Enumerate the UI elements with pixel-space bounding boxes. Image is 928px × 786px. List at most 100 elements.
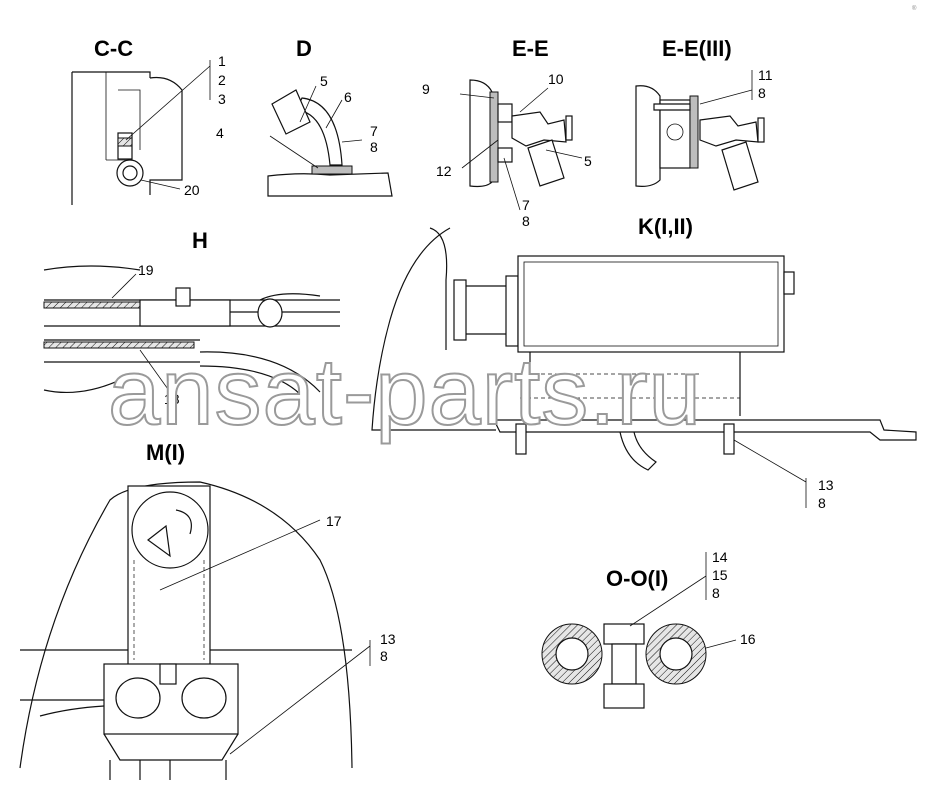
k-flange-right — [505, 275, 519, 347]
mount-hole — [666, 123, 684, 141]
callout-4: 4 — [216, 125, 224, 141]
view-title-h: H — [192, 228, 208, 253]
bracket-arm — [653, 103, 691, 111]
ee3-leader-lines — [699, 70, 753, 105]
view-title-k: K(I,II) — [638, 214, 693, 239]
callout-19: 19 — [138, 262, 154, 278]
k-duct — [466, 285, 506, 335]
callout-3: 3 — [218, 91, 226, 107]
view-cc: C-C 1 2 3 20 — [71, 36, 226, 205]
callout-14: 14 — [712, 549, 728, 565]
m-center-fitting — [159, 663, 177, 685]
callout-20: 20 — [184, 182, 200, 198]
k-flange-left — [453, 279, 467, 341]
callout-8-d: 8 — [370, 139, 378, 155]
callout-1: 1 — [218, 53, 226, 69]
flange-plate — [311, 165, 353, 175]
valve-body-3 — [699, 115, 759, 147]
callout-16: 16 — [740, 631, 756, 647]
view-d: D 5 6 4 7 8 — [216, 36, 393, 197]
floor-panel — [267, 172, 393, 197]
callout-2: 2 — [218, 72, 226, 88]
view-title-cc: C-C — [94, 36, 133, 61]
k-hidden-lines — [520, 373, 740, 399]
callout-7-d: 7 — [370, 123, 378, 139]
k-side-fitting — [783, 271, 795, 295]
callout-10: 10 — [548, 71, 564, 87]
valve-handle-3 — [757, 117, 765, 143]
m-flap — [147, 524, 171, 558]
k-fuselage-inner — [429, 227, 448, 350]
callout-8-oo: 8 — [712, 585, 720, 601]
ee-leader-lines — [459, 87, 583, 211]
callout-7-ee: 7 — [522, 197, 530, 213]
k-fuselage-outline — [371, 227, 496, 431]
bolt-head-upper — [497, 103, 513, 123]
view-title-oo: O-O(I) — [606, 566, 668, 591]
valve-body — [511, 111, 567, 147]
oo-pipe-left — [555, 637, 589, 671]
view-h: H 19 18 — [43, 228, 340, 407]
k-leader-lines — [733, 439, 807, 508]
valve-handle — [565, 115, 573, 141]
cc-leader-lines — [125, 60, 211, 190]
view-title-m: M(I) — [146, 440, 185, 465]
callout-8-m: 8 — [380, 648, 388, 664]
callout-8-ee: 8 — [522, 213, 530, 229]
watermark-corner-mark: ® — [912, 5, 917, 12]
view-title-ee: E-E — [512, 36, 549, 61]
h-pipe — [230, 293, 340, 313]
callout-17: 17 — [326, 513, 342, 529]
m-bolt-stems — [109, 760, 227, 780]
view-title-d: D — [296, 36, 312, 61]
d-leader-lines — [269, 85, 363, 169]
watermark-text: ansat-parts.ru — [108, 339, 702, 444]
elbow-pipe — [295, 97, 343, 166]
k-mount-bolt-left — [515, 423, 527, 455]
callout-18: 18 — [164, 391, 180, 407]
callout-15: 15 — [712, 567, 728, 583]
oo-nut-bottom — [603, 683, 645, 709]
m-round-flange — [131, 491, 209, 569]
wall-section — [469, 79, 493, 188]
bracket-outline — [71, 71, 183, 205]
view-k: K(I,II) 13 8 — [371, 214, 917, 511]
h-hose — [199, 351, 321, 395]
k-heater-box — [517, 255, 785, 353]
oo-leader-lines — [629, 552, 737, 649]
oo-bolt-shank — [611, 643, 637, 685]
k-heater-inner — [523, 261, 779, 347]
callout-12: 12 — [436, 163, 452, 179]
callout-11: 11 — [758, 67, 773, 83]
callout-6: 6 — [344, 89, 352, 105]
m-lever — [175, 509, 192, 535]
k-drain-pipe — [619, 431, 657, 471]
m-duct-hidden — [133, 560, 205, 660]
k-mount-bolt-right — [723, 423, 735, 455]
callout-8-ee3: 8 — [758, 85, 766, 101]
k-floor — [493, 352, 917, 441]
view-ee: E-E 9 10 12 5 7 8 — [422, 36, 592, 229]
clamp-nut — [117, 137, 133, 147]
callout-5-d: 5 — [320, 73, 328, 89]
wall-section-3 — [635, 85, 661, 187]
hose-coupling — [527, 139, 565, 187]
m-leader-lines — [159, 519, 371, 755]
hose-coupling-3 — [721, 141, 759, 191]
oo-nut-top — [603, 623, 645, 645]
view-ee3: E-E(III) 11 8 — [635, 36, 773, 191]
bracket-inner — [105, 72, 141, 161]
m-outline — [19, 481, 353, 769]
h-coupling — [257, 298, 283, 328]
view-oo: O-O(I) 14 15 8 16 — [541, 549, 756, 709]
callout-8-k: 8 — [818, 495, 826, 511]
callout-13-m: 13 — [380, 631, 396, 647]
mount-flange — [489, 91, 499, 183]
h-leader-lines — [111, 273, 171, 393]
callout-9: 9 — [422, 81, 430, 97]
pipe-section-inner — [122, 165, 138, 181]
m-outlet-left — [115, 677, 161, 719]
h-rail-lower — [43, 341, 195, 349]
view-m: M(I) 17 13 8 — [19, 440, 396, 780]
